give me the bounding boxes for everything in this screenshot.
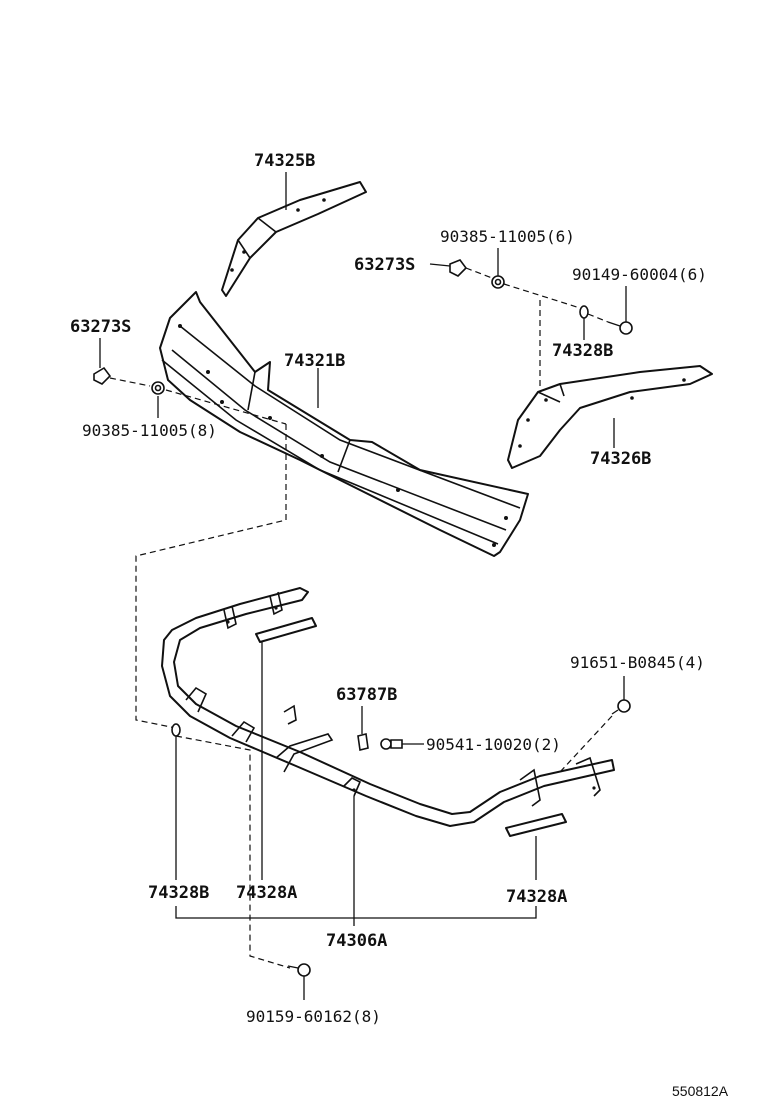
label-63273s-left: 63273S <box>70 317 131 337</box>
label-74328a-mid: 74328A <box>236 883 297 903</box>
label-74325b: 74325B <box>254 151 315 171</box>
label-74326b: 74326B <box>590 449 651 469</box>
retainer-74328b-upper-icon <box>579 305 589 319</box>
nut-90541-icon <box>380 738 403 750</box>
clip-63787b-icon <box>357 733 369 751</box>
label-63787b: 63787B <box>336 685 397 705</box>
garnish-74321b <box>159 291 529 557</box>
label-74328a-right: 74328A <box>506 887 567 907</box>
label-90541-10020-2: 90541-10020(2) <box>426 735 561 754</box>
label-91651-b0845-4: 91651-B0845(4) <box>570 653 705 672</box>
label-90385-11005-8: 90385-11005(8) <box>82 421 217 440</box>
label-74328b-lower: 74328B <box>148 883 209 903</box>
label-74328b-upper: 74328B <box>552 341 613 361</box>
label-74321b: 74321B <box>284 351 345 371</box>
label-90385-11005-6: 90385-11005(6) <box>440 227 575 246</box>
label-63273s-right: 63273S <box>354 255 415 275</box>
label-90159-60162-8: 90159-60162(8) <box>246 1007 381 1026</box>
screw-90149-icon <box>607 321 633 335</box>
garnish-74325b <box>221 181 367 297</box>
clip-63273s-right-icon <box>449 259 468 277</box>
nut-90385-right-icon <box>491 275 505 289</box>
bracket-74306a <box>161 587 615 827</box>
retainer-74328a-right-icon <box>505 813 567 837</box>
bolt-91651-icon <box>611 699 631 715</box>
label-90149-60004-6: 90149-60004(6) <box>572 265 707 284</box>
retainer-74328a-mid-icon <box>255 617 317 643</box>
clip-63273s-left-icon <box>93 366 112 385</box>
label-74306a: 74306A <box>326 931 387 951</box>
retainer-74328b-lower-icon <box>171 723 181 737</box>
diagram-reference-number: 550812A <box>672 1083 729 1099</box>
bolt-90159-icon <box>287 963 311 977</box>
nut-90385-left-icon <box>151 381 165 395</box>
garnish-74326b <box>507 365 713 469</box>
